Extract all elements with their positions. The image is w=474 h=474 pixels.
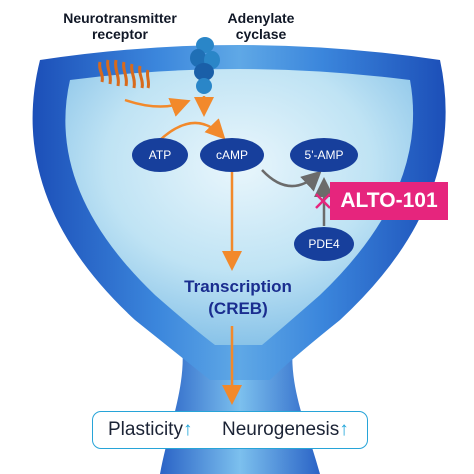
arrow-receptor-to-cyclase [124,98,191,117]
neurogenesis-label: Neurogenesis [222,419,340,440]
atp-node [132,138,188,172]
pde4-label: PDE4 [308,237,340,251]
neurogenesis-outcome: Neurogenesis↑ [222,418,349,442]
alto-101-badge: ALTO-101 [330,182,448,220]
plasticity-label: Plasticity [108,419,183,440]
transcription-label: Transcription (CREB) [150,276,326,320]
receptor-label: Neurotransmitter receptor [40,10,200,42]
cyclase-label: Adenylate cyclase [206,10,316,42]
atp-label: ATP [148,148,172,162]
adenylate-cyclase-icon [190,37,220,94]
neuron-cytoplasm [65,69,414,345]
pde4-node [294,227,354,261]
cyclase-label-line2: cyclase [235,26,287,42]
plasticity-up-arrow-icon: ↑ [182,419,193,440]
receptor-icon [98,59,151,89]
receptor-label-line1: Neurotransmitter [63,10,177,26]
camp-label: cAMP [215,148,248,162]
receptor-label-line2: receptor [91,26,149,42]
transcription-line1: Transcription [184,277,292,296]
plasticity-outcome: Plasticity↑ [108,418,192,442]
inhibition-cross-icon [315,193,331,209]
transcription-line2: (CREB) [208,299,268,318]
neurogenesis-up-arrow-icon: ↑ [339,419,349,440]
outcomes-box [92,411,368,449]
camp-node [200,138,264,172]
5amp-node [290,138,358,172]
arrow-atp-to-camp [159,118,226,141]
arrow-camp-to-5amp [261,169,322,192]
5amp-label: 5'-AMP [304,148,344,162]
cyclase-label-line1: Adenylate [227,10,295,26]
